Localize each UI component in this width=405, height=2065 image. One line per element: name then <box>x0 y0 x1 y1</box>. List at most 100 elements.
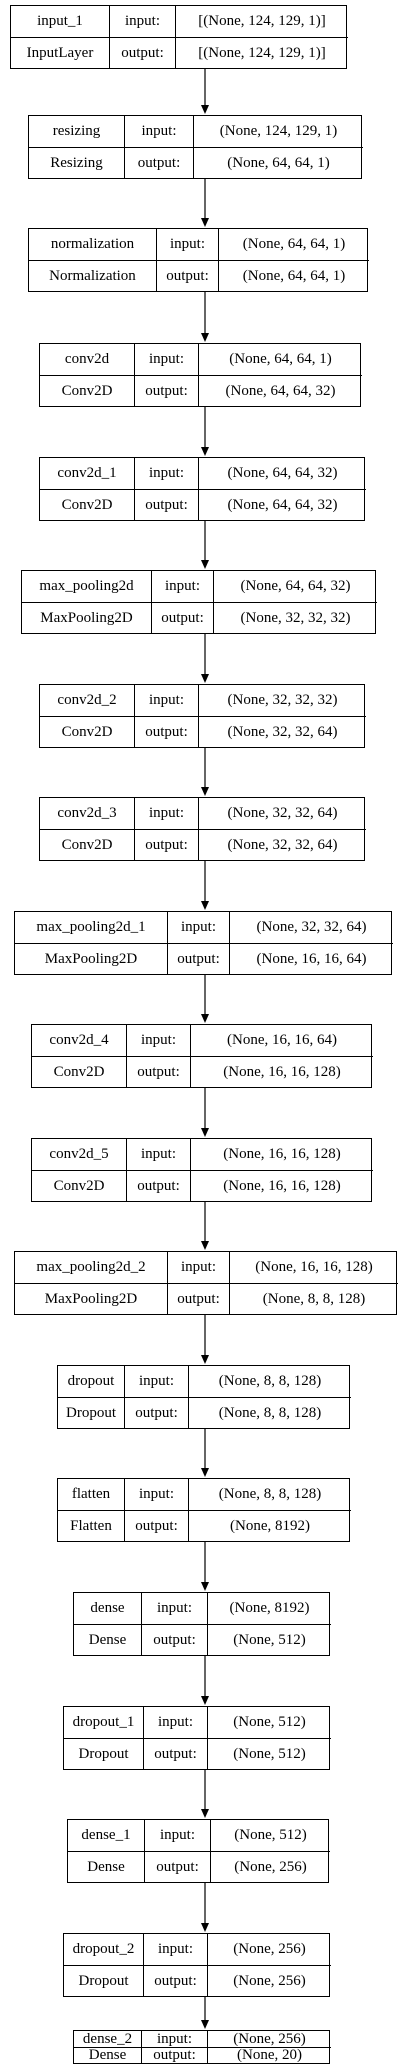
layer-name: conv2d <box>64 351 110 367</box>
input-label: input: <box>124 1366 188 1397</box>
input-shape: (None, 8192) <box>207 1593 331 1624</box>
layer-name: conv2d_2 <box>57 692 117 708</box>
arrow-connector <box>201 1429 209 1477</box>
arrow-connector <box>201 861 209 910</box>
arrow-connector <box>201 1883 209 1932</box>
input-shape: [(None, 124, 129, 1)] <box>175 6 348 37</box>
input-label: input: <box>144 1820 210 1851</box>
layer-type: InputLayer <box>11 37 109 68</box>
output-shape: (None, 16, 16, 128) <box>190 1056 373 1087</box>
layer-name: conv2d_3 <box>57 805 117 821</box>
input-shape: (None, 32, 32, 64) <box>229 912 393 943</box>
input-shape: (None, 64, 64, 32) <box>198 458 366 489</box>
input-label: input: <box>109 6 175 37</box>
output-shape: (None, 512) <box>207 1738 331 1769</box>
layer-type: Normalization <box>29 260 156 291</box>
output-label: output: <box>143 1738 207 1769</box>
input-shape: (None, 256) <box>207 2031 331 2047</box>
input-label: input: <box>134 458 198 489</box>
input-shape: (None, 16, 16, 128) <box>190 1139 373 1170</box>
input-shape: (None, 256) <box>207 1934 331 1965</box>
output-shape: (None, 256) <box>210 1851 330 1882</box>
arrow-connector <box>201 292 209 342</box>
output-shape: (None, 256) <box>207 1965 331 1996</box>
output-label: output: <box>167 1283 229 1314</box>
input-shape: (None, 64, 64, 1) <box>218 229 369 260</box>
layer-name: resizing <box>52 123 101 139</box>
arrow-connector <box>201 407 209 456</box>
layer-name: max_pooling2d_2 <box>36 1259 146 1275</box>
layer-name: dense_2 <box>82 2030 133 2047</box>
layer-type: Conv2D <box>32 1170 126 1201</box>
input-label: input: <box>141 2031 207 2047</box>
layer-type: Flatten <box>58 1510 124 1541</box>
output-shape: (None, 32, 32, 64) <box>198 716 366 747</box>
input-label: input: <box>124 1479 188 1510</box>
output-shape: [(None, 124, 129, 1)] <box>175 37 348 68</box>
arrow-connector <box>201 634 209 683</box>
output-shape: (None, 512) <box>207 1624 331 1655</box>
output-label: output: <box>126 1170 190 1201</box>
output-label: output: <box>156 260 218 291</box>
input-label: input: <box>124 116 193 147</box>
output-shape: (None, 8, 8, 128) <box>188 1397 351 1428</box>
input-label: input: <box>141 1593 207 1624</box>
input-label: input: <box>126 1139 190 1170</box>
layer-type: Dense <box>74 2047 141 2063</box>
input-shape: (None, 64, 64, 1) <box>198 344 362 375</box>
input-shape: (None, 8, 8, 128) <box>188 1366 351 1397</box>
arrow-connector <box>201 1315 209 1364</box>
output-label: output: <box>124 1510 188 1541</box>
layer-type: Conv2D <box>40 716 134 747</box>
output-shape: (None, 32, 32, 64) <box>198 829 366 860</box>
layer-node-input-1: input_1 input:[(None, 124, 129, 1)] InputL… <box>10 5 348 69</box>
output-label: output: <box>109 37 175 68</box>
input-label: input: <box>151 571 213 602</box>
input-label: input: <box>134 344 198 375</box>
layer-name: normalization <box>50 236 135 252</box>
arrow-connector <box>201 748 209 796</box>
output-shape: (None, 8192) <box>188 1510 351 1541</box>
output-shape: (None, 20) <box>207 2047 331 2063</box>
output-label: output: <box>141 2047 207 2063</box>
input-label: input: <box>167 912 229 943</box>
arrow-connector <box>201 1770 209 1818</box>
arrow-connector <box>201 69 209 114</box>
output-shape: (None, 16, 16, 64) <box>229 943 393 974</box>
output-label: output: <box>126 1056 190 1087</box>
layer-name: conv2d_5 <box>49 1146 109 1162</box>
output-shape: (None, 16, 16, 128) <box>190 1170 373 1201</box>
input-shape: (None, 32, 32, 32) <box>198 685 366 716</box>
input-label: input: <box>143 1707 207 1738</box>
layer-type: Conv2D <box>40 489 134 520</box>
output-label: output: <box>134 716 198 747</box>
layer-type: Conv2D <box>40 375 134 406</box>
input-shape: (None, 512) <box>210 1820 330 1851</box>
output-shape: (None, 64, 64, 1) <box>193 147 363 178</box>
input-shape: (None, 16, 16, 64) <box>190 1025 373 1056</box>
arrow-connector <box>201 179 209 227</box>
input-label: input: <box>167 1252 229 1283</box>
layer-name: dropout_2 <box>72 1941 135 1957</box>
layer-name: max_pooling2d_1 <box>36 919 146 935</box>
output-shape: (None, 64, 64, 32) <box>198 375 362 406</box>
output-label: output: <box>143 1965 207 1996</box>
layer-type: Dense <box>68 1851 144 1882</box>
layer-name: dense <box>90 1600 125 1616</box>
input-shape: (None, 32, 32, 64) <box>198 798 366 829</box>
layer-name: max_pooling2d <box>39 578 134 594</box>
layer-name: input_1 <box>37 13 83 29</box>
layer-type: Dropout <box>64 1965 143 1996</box>
layer-type: Dropout <box>64 1738 143 1769</box>
input-label: input: <box>134 685 198 716</box>
output-label: output: <box>151 602 213 633</box>
